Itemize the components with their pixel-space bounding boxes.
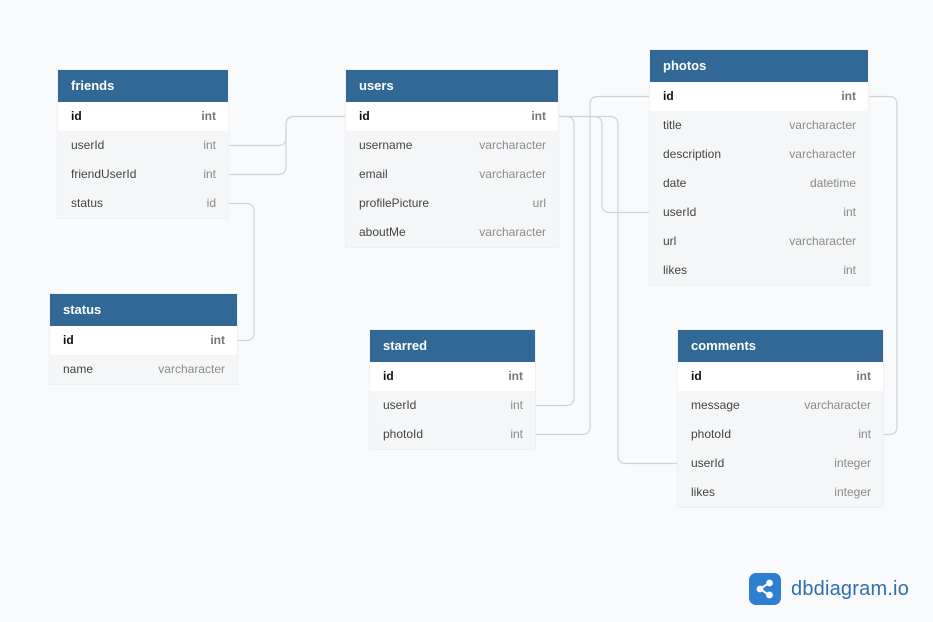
field-name: id xyxy=(71,109,82,123)
field-name: email xyxy=(359,167,388,181)
relationship-line[interactable] xyxy=(558,115,650,214)
field-name: name xyxy=(63,362,94,376)
relationship-line[interactable] xyxy=(228,115,346,176)
field-row[interactable]: photoId int xyxy=(678,420,883,449)
field-row[interactable]: id int xyxy=(346,102,558,131)
table-header[interactable]: photos xyxy=(650,50,868,82)
field-type: int xyxy=(843,205,856,219)
field-type: varcharacter xyxy=(479,167,546,181)
table-header[interactable]: users xyxy=(346,70,558,102)
field-type: int xyxy=(201,109,216,123)
field-row[interactable]: message varcharacter xyxy=(678,391,883,420)
field-row[interactable]: title varcharacter xyxy=(650,111,868,140)
relationship-line[interactable] xyxy=(228,115,346,147)
field-name: url xyxy=(663,234,677,248)
field-type: integer xyxy=(834,456,871,470)
field-type: varcharacter xyxy=(789,234,856,248)
field-row[interactable]: userId integer xyxy=(678,449,883,478)
table-photos[interactable]: photos id int title varcharacter description v… xyxy=(650,50,868,285)
field-type: int xyxy=(858,427,871,441)
table-header[interactable]: comments xyxy=(678,330,883,362)
field-type: integer xyxy=(834,485,871,499)
field-row[interactable]: id int xyxy=(58,102,228,131)
field-row[interactable]: userId int xyxy=(370,391,535,420)
field-name: username xyxy=(359,138,413,152)
field-name: photoId xyxy=(691,427,732,441)
field-type: id xyxy=(206,196,216,210)
field-name: likes xyxy=(663,263,688,277)
field-type: varcharacter xyxy=(789,118,856,132)
field-type: varcharacter xyxy=(479,138,546,152)
field-type: int xyxy=(531,109,546,123)
field-name: id xyxy=(383,369,394,383)
field-type: varcharacter xyxy=(479,225,546,239)
field-type: int xyxy=(856,369,871,383)
field-row[interactable]: profilePicture url xyxy=(346,189,558,218)
field-row[interactable]: date datetime xyxy=(650,169,868,198)
field-row[interactable]: userId int xyxy=(650,198,868,227)
field-name: friendUserId xyxy=(71,167,137,181)
field-type: varcharacter xyxy=(804,398,871,412)
table-header[interactable]: friends xyxy=(58,70,228,102)
field-row[interactable]: id int xyxy=(650,82,868,111)
field-type: int xyxy=(203,138,216,152)
field-name: description xyxy=(663,147,722,161)
field-row[interactable]: id int xyxy=(50,326,237,355)
table-header[interactable]: starred xyxy=(370,330,535,362)
field-row[interactable]: status id xyxy=(58,189,228,218)
table-status[interactable]: status id int name varcharacter xyxy=(50,294,237,384)
field-name: photoId xyxy=(383,427,424,441)
field-type: datetime xyxy=(809,176,856,190)
field-type: int xyxy=(210,333,225,347)
table-friends[interactable]: friends id int userId int friendUserId int stat… xyxy=(58,70,228,218)
field-row[interactable]: likes int xyxy=(650,256,868,285)
field-row[interactable]: url varcharacter xyxy=(650,227,868,256)
share-icon xyxy=(749,573,781,605)
field-name: id xyxy=(359,109,370,123)
field-name: userId xyxy=(71,138,105,152)
dbdiagram-logo[interactable]: dbdiagram.io xyxy=(749,573,909,605)
field-type: int xyxy=(843,263,856,277)
field-type: int xyxy=(510,427,523,441)
field-name: userId xyxy=(663,205,697,219)
field-row[interactable]: friendUserId int xyxy=(58,160,228,189)
field-name: id xyxy=(691,369,702,383)
field-name: userId xyxy=(383,398,417,412)
table-users[interactable]: users id int username varcharacter email varch… xyxy=(346,70,558,247)
field-name: status xyxy=(71,196,104,210)
field-row[interactable]: aboutMe varcharacter xyxy=(346,218,558,247)
field-type: int xyxy=(510,398,523,412)
field-type: varcharacter xyxy=(789,147,856,161)
field-name: likes xyxy=(691,485,716,499)
field-row[interactable]: likes integer xyxy=(678,478,883,507)
field-type: url xyxy=(532,196,546,210)
table-header[interactable]: status xyxy=(50,294,237,326)
field-name: title xyxy=(663,118,682,132)
field-name: message xyxy=(691,398,740,412)
field-type: int xyxy=(508,369,523,383)
field-name: id xyxy=(663,89,674,103)
field-name: date xyxy=(663,176,687,190)
field-type: int xyxy=(203,167,216,181)
field-row[interactable]: name varcharacter xyxy=(50,355,237,384)
table-starred[interactable]: starred id int userId int photoId int xyxy=(370,330,535,449)
field-name: userId xyxy=(691,456,725,470)
field-row[interactable]: id int xyxy=(678,362,883,391)
field-type: varcharacter xyxy=(158,362,225,376)
field-row[interactable]: email varcharacter xyxy=(346,160,558,189)
field-name: profilePicture xyxy=(359,196,430,210)
field-row[interactable]: description varcharacter xyxy=(650,140,868,169)
field-name: aboutMe xyxy=(359,225,406,239)
field-row[interactable]: username varcharacter xyxy=(346,131,558,160)
brand-name: dbdiagram.io xyxy=(791,577,910,600)
table-comments[interactable]: comments id int message varcharacter photoId i… xyxy=(678,330,883,507)
field-row[interactable]: id int xyxy=(370,362,535,391)
field-row[interactable]: photoId int xyxy=(370,420,535,449)
field-row[interactable]: userId int xyxy=(58,131,228,160)
field-type: int xyxy=(841,89,856,103)
field-name: id xyxy=(63,333,74,347)
